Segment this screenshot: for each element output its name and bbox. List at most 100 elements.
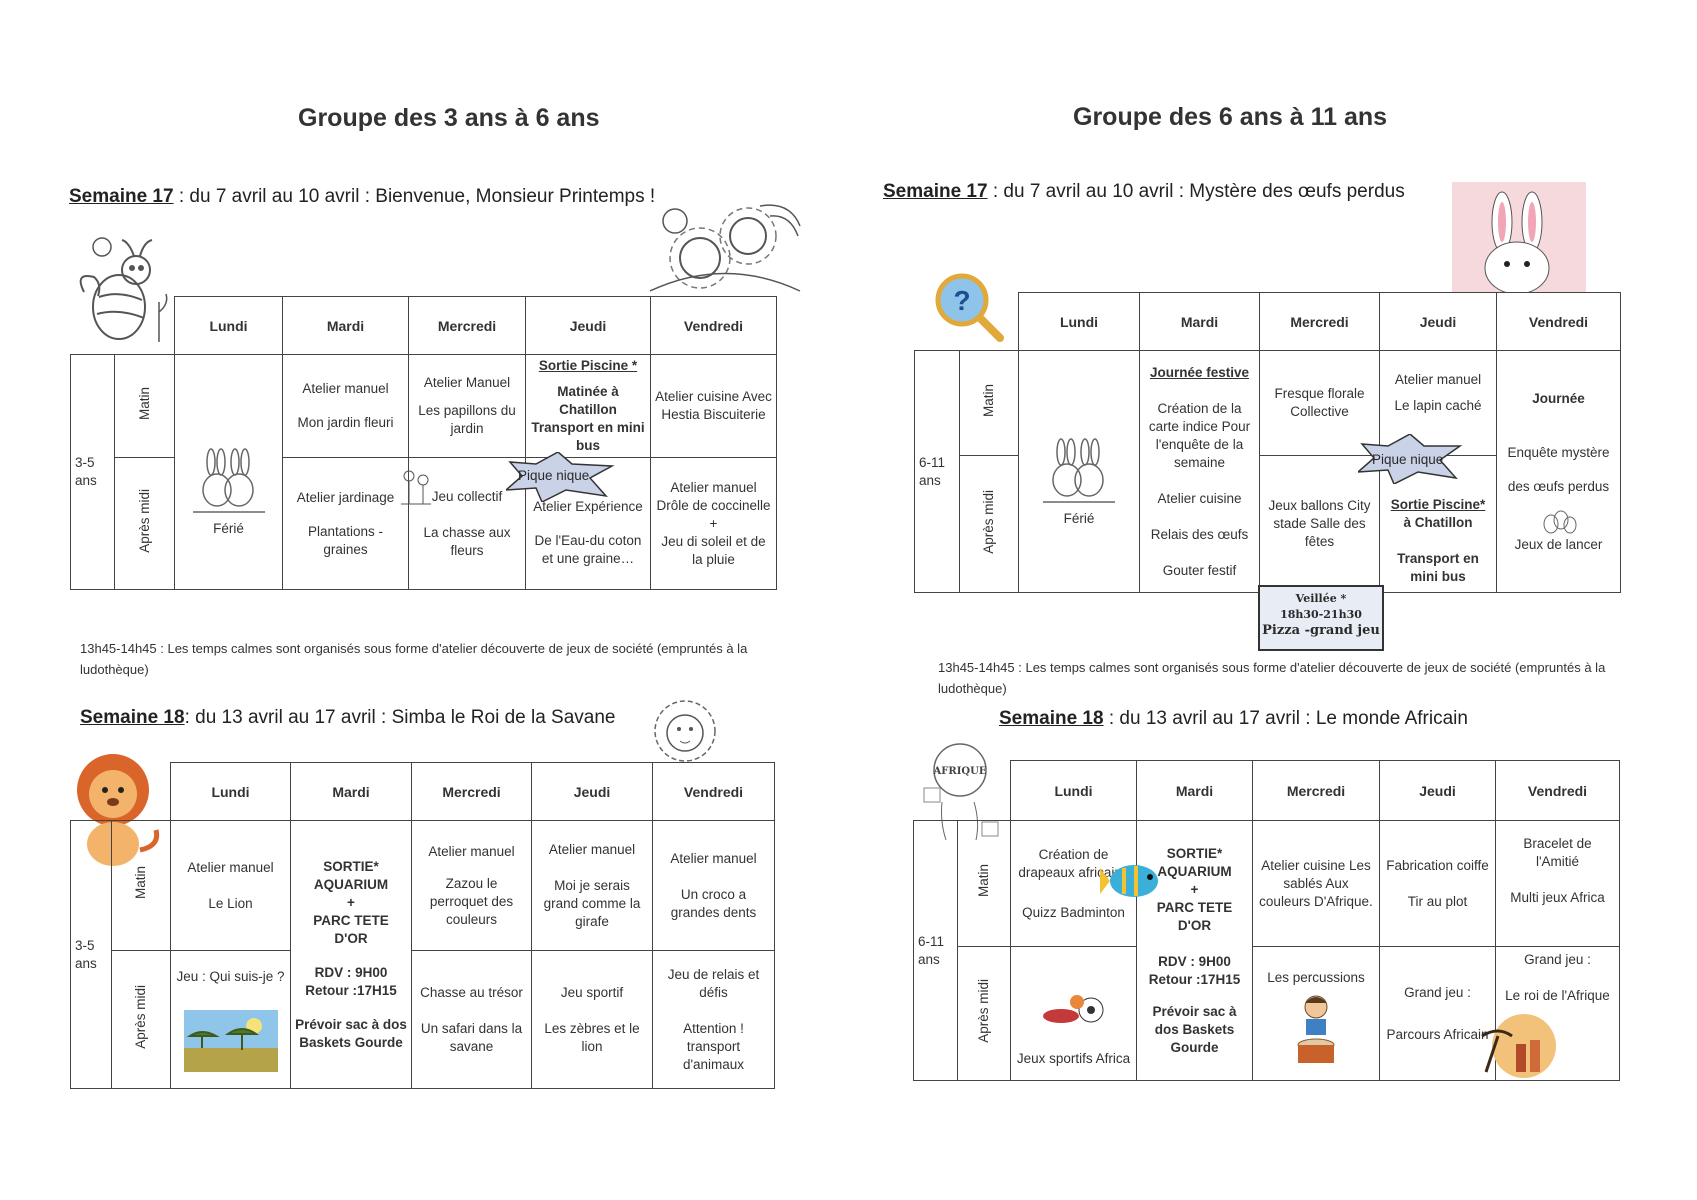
vendredi-matin: Atelier cuisine Avec Hestia Biscuiterie: [650, 354, 777, 458]
veillee-time: 18h30-21h30: [1280, 608, 1362, 621]
vendredi-journee: Journée Enquête mystère des œufs perdus …: [1496, 350, 1621, 593]
left-week17-heading: Semaine 17 : du 7 avril au 10 avril : Bi…: [69, 186, 655, 208]
ferie-text: Férié: [1063, 510, 1095, 526]
bunny-picture: [1452, 182, 1586, 292]
pique-nique-label-right: Pique nique: [1372, 452, 1444, 467]
right-week17-heading: Semaine 17 : du 7 avril au 10 avril : My…: [883, 181, 1405, 203]
left-week17-table: Lundi Mardi Mercredi Jeudi Vendredi 3-5 …: [70, 296, 777, 590]
lundi-aprem: Jeu : Qui suis-je ?: [170, 950, 291, 1089]
day-header: Mercredi: [1259, 292, 1380, 351]
mercredi-aprem: Les percussions: [1252, 946, 1380, 1081]
age-cell: 3-5 ans: [70, 354, 115, 590]
sports-balls-icon: [1042, 995, 1103, 1023]
age-cell: 3-5 ans: [70, 820, 112, 1089]
left-week18-rest: : du 13 avril au 17 avril : Simba le Roi…: [184, 707, 616, 728]
day-header: Jeudi: [1379, 292, 1497, 351]
day-header: Mercredi: [408, 296, 526, 355]
right-note: 13h45-14h45 : Les temps calmes sont orga…: [938, 660, 1606, 696]
day-header: Jeudi: [531, 762, 653, 821]
day-header: Vendredi: [650, 296, 777, 355]
ferie-cell: Férié: [1018, 350, 1140, 593]
jeudi-aprem: Grand jeu :Parcours Africain: [1379, 946, 1496, 1081]
veillee-title: Veillée *: [1295, 592, 1347, 605]
left-week18-heading: Semaine 18: du 13 avril au 17 avril : Si…: [80, 707, 615, 729]
day-header: Mardi: [1139, 292, 1260, 351]
right-week18-label: Semaine 18: [999, 708, 1104, 729]
lundi-aprem: Jeux sportifs Africa: [1010, 946, 1137, 1081]
right-week17-rest: : du 7 avril au 10 avril : Mystère des œ…: [987, 181, 1405, 202]
ferie-text: Férié: [213, 521, 244, 536]
left-week17-rest: : du 7 avril au 10 avril : Bienvenue, Mo…: [173, 186, 656, 207]
matin-label: Matin: [957, 820, 1011, 947]
mardi-sortie: SORTIE* AQUARIUM + PARC TETE D'OR RDV : …: [1136, 820, 1253, 1081]
day-header: Jeudi: [525, 296, 651, 355]
bunnies-icon: [1043, 437, 1115, 503]
mercredi-matin: Atelier cuisine Les sablés Aux couleurs …: [1252, 820, 1380, 947]
aprem-label: Après midi: [959, 455, 1019, 593]
lion-outline-icon: [654, 700, 716, 762]
sunset-savanna-icon: [1481, 1014, 1556, 1078]
day-header: Mardi: [290, 762, 412, 821]
mercredi-aprem: Jeux ballons City stade Salle des fêtes: [1259, 455, 1380, 593]
day-header: Mercredi: [1252, 760, 1380, 821]
matin-label: Matin: [111, 820, 171, 951]
bunnies-icon: [192, 448, 265, 513]
day-header: Vendredi: [1496, 292, 1621, 351]
day-header: Lundi: [174, 296, 283, 355]
day-header: Mardi: [282, 296, 409, 355]
bee-illustration: [79, 237, 168, 342]
jeudi-matin: Sortie Piscine *Matinée à Chatillon Tran…: [525, 354, 651, 458]
day-header: Jeudi: [1379, 760, 1496, 821]
right-week18-heading: Semaine 18 : du 13 avril au 17 avril : L…: [999, 708, 1468, 730]
mardi-sortie: SORTIE* AQUARIUM + PARC TETE D'OR RDV : …: [290, 820, 412, 1089]
aprem-label: Après midi: [957, 946, 1011, 1081]
percussion-kid-icon: [1297, 995, 1335, 1063]
day-header: Vendredi: [1495, 760, 1620, 821]
day-header: Lundi: [1018, 292, 1140, 351]
age-cell: 6-11 ans: [913, 820, 958, 1081]
left-note: 13h45-14h45 : Les temps calmes sont orga…: [80, 641, 748, 677]
left-week18-label: Semaine 18: [80, 707, 185, 728]
sunflowers-illustration: [650, 204, 801, 292]
savanna-image: [183, 1009, 278, 1072]
matin-label: Matin: [114, 354, 175, 458]
veillee-activity: Pizza -grand jeu: [1262, 623, 1380, 638]
pique-nique-star-left: [506, 452, 615, 502]
right-week18-rest: : du 13 avril au 17 avril : Le monde Afr…: [1103, 708, 1468, 729]
vendredi-aprem: Atelier manuel Drôle de coccinelle+Jeu d…: [650, 457, 777, 590]
day-header: Vendredi: [652, 762, 775, 821]
left-week17-label: Semaine 17: [69, 186, 174, 207]
afrique-stamp-text: AFRIQUE: [933, 766, 987, 777]
aprem-label: Après midi: [114, 457, 175, 590]
day-header: Lundi: [1010, 760, 1137, 821]
magnifier-question-icon: ?: [935, 273, 1004, 342]
flowers-icon: [401, 470, 431, 505]
pique-nique-star-right: [1358, 434, 1463, 484]
left-title: Groupe des 3 ans à 6 ans: [298, 104, 600, 132]
right-title: Groupe des 6 ans à 11 ans: [1073, 103, 1388, 131]
right-week17-label: Semaine 17: [883, 181, 988, 202]
right-week17-table: Lundi Mardi Mercredi Jeudi Vendredi 6-11…: [914, 292, 1621, 593]
day-header: Mardi: [1136, 760, 1253, 821]
eggs-icon: [1543, 510, 1576, 533]
fish-icon: [1100, 865, 1158, 897]
svg-text:?: ?: [953, 285, 970, 316]
day-header: Lundi: [170, 762, 291, 821]
day-header: Mercredi: [411, 762, 532, 821]
ferie-cell: Férié: [174, 354, 283, 590]
mercredi-matin: Fresque florale Collective: [1259, 350, 1380, 456]
left-week18-table: Lundi Mardi Mercredi Jeudi Vendredi 3-5 …: [70, 762, 775, 1089]
pique-nique-label-left: Pique nique: [518, 468, 590, 483]
age-cell: 6-11 ans: [914, 350, 960, 593]
mardi-journee-festive: Journée festive Création de la carte ind…: [1139, 350, 1260, 593]
